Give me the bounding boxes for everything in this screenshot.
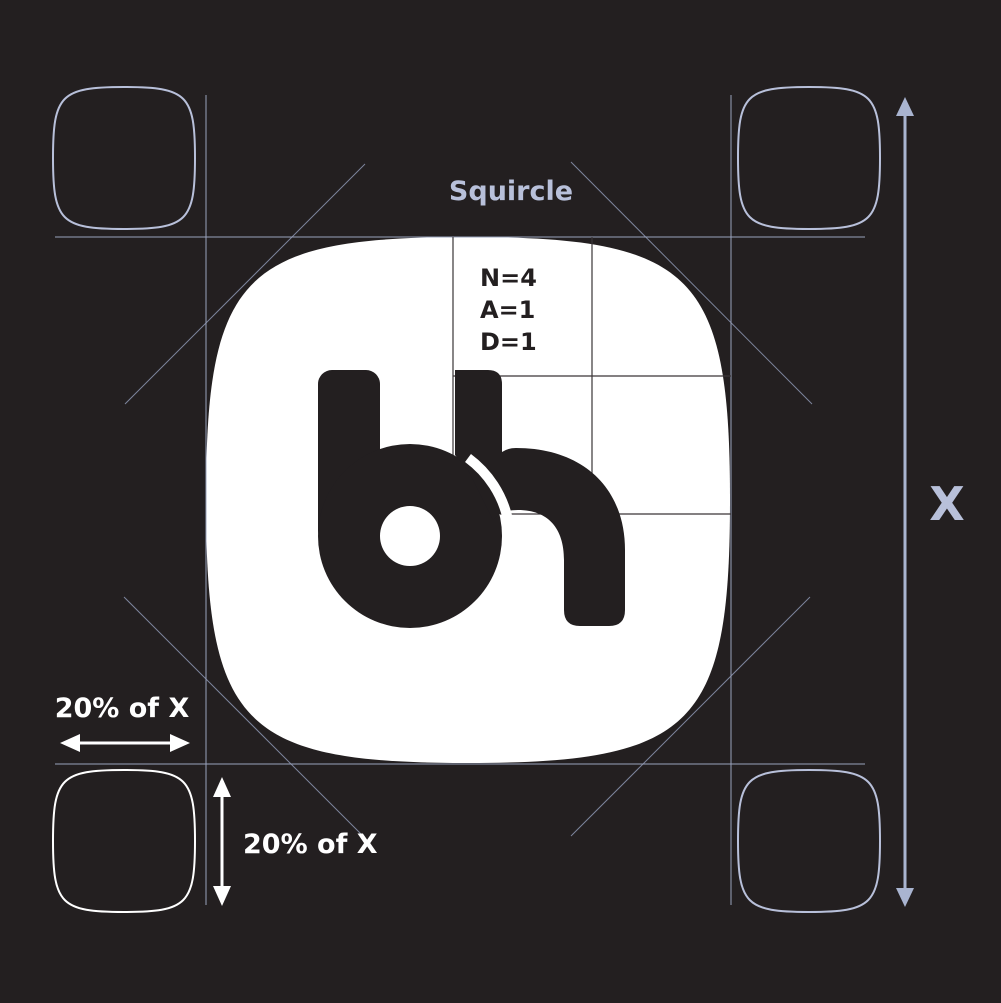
param-d-label: D=1 <box>480 328 537 356</box>
logo-separator-cut <box>464 453 513 522</box>
x-dimension-label: X <box>929 477 964 531</box>
x-arrow-head-top <box>896 97 914 116</box>
diagonal-guide-top-left <box>124 163 366 405</box>
horizontal-measure-label: 20% of X <box>55 693 190 724</box>
squircle-title: Squircle <box>449 176 573 207</box>
diagonal-guides <box>123 161 813 837</box>
x-dimension-arrow <box>896 97 914 907</box>
param-n-label: N=4 <box>480 264 537 292</box>
corner-squircle-top-right <box>737 86 881 230</box>
horizontal-measure-arrow <box>60 734 190 752</box>
x-arrow-head-bottom <box>896 888 914 907</box>
logo-b-counter <box>380 506 440 566</box>
diagonal-guide-top-right <box>570 161 813 405</box>
param-a-label: A=1 <box>480 296 535 324</box>
grid-guides <box>55 95 865 905</box>
v-arrow-head-top <box>213 777 231 797</box>
bh-logo-icon <box>318 370 625 628</box>
corner-squircle-bottom-left <box>52 769 196 913</box>
vertical-measure-label: 20% of X <box>243 829 378 860</box>
v-arrow-head-bottom <box>213 886 231 906</box>
diagonal-guide-bottom-right <box>570 596 811 837</box>
vertical-measure-arrow <box>213 777 231 906</box>
corner-squircle-top-left <box>52 86 196 230</box>
h-arrow-head-right <box>170 734 190 752</box>
corner-squircle-bottom-right <box>737 769 881 913</box>
h-arrow-head-left <box>60 734 80 752</box>
logo-h-shape <box>455 370 625 626</box>
diagonal-guide-bottom-left <box>123 596 363 836</box>
